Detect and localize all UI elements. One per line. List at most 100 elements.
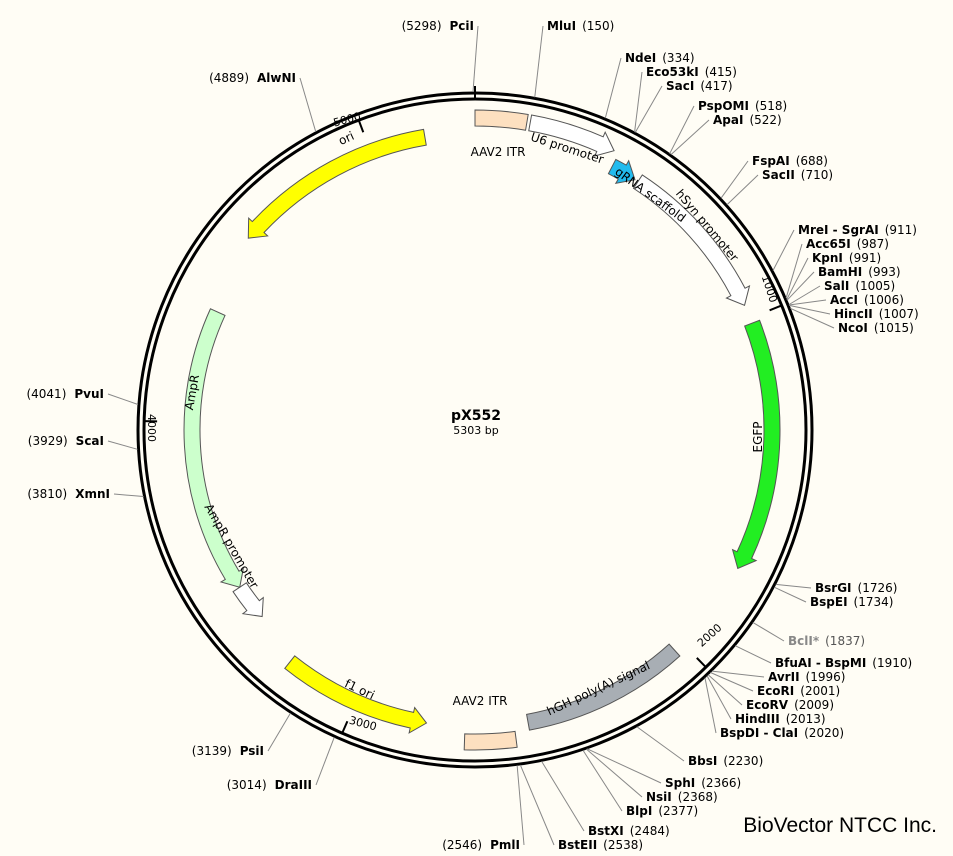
site-leader-0 [472,25,479,93]
site-pos: (2538) [603,838,643,852]
site-leader-23 [707,674,743,706]
site-pos: (710) [801,168,833,182]
site-leader-12 [786,271,815,301]
site-pos: (4041) [26,387,66,401]
site-name: AvrII [768,670,800,684]
ampr-label: AmpR [182,373,202,411]
site-name: DraIII [275,778,312,792]
site-name: XmnI [75,487,110,501]
site-label-37: (4041) PvuI [26,387,104,401]
site-label-14: AccI(1006) [830,293,904,307]
site-pos: (3810) [27,487,67,501]
site-name: BamHI [818,265,862,279]
tick-mark-3000 [341,720,349,734]
tick-label-2000: 2000 [695,621,725,649]
site-leader-17 [775,583,812,589]
plasmid-name: pX552 [451,408,501,424]
plasmid-size: 5303 bp [453,424,498,437]
site-label-16: NcoI(1015) [838,321,914,335]
site-pos: (3014) [227,778,267,792]
ampr-feature [183,308,245,588]
site-leader-2 [604,57,622,119]
site-name: BclI* [788,634,820,648]
site-leader-29 [582,750,623,812]
site-label-19: BclI* (1837) [788,634,865,648]
site-leader-33 [315,737,335,786]
site-label-2: NdeI(334) [625,51,695,65]
site-pos: (688) [796,154,828,168]
site-label-31: BstEII(2538) [558,838,643,852]
site-name: PmlI [490,838,520,852]
aav2-itr-right-feature [463,730,518,751]
site-name: HincII [834,307,873,321]
site-name: MluI [547,19,576,33]
site-leader-20 [734,645,772,664]
ampr-promoter-feature [232,582,264,618]
site-name: PspOMI [698,99,749,113]
site-pos: (2020) [804,726,844,740]
site-label-12: BamHI(993) [818,265,901,279]
ori-label: ori [336,129,356,148]
site-leader-21 [711,670,765,678]
site-name: BstXI [588,824,624,838]
site-name: SacI [666,79,694,93]
site-label-20: BfuAI - BspMI(1910) [775,656,912,670]
site-pos: (415) [705,65,737,79]
site-name: Eco53kI [646,65,699,79]
site-name: BspDI - ClaI [720,726,798,740]
ori-feature [247,128,427,239]
hgh-polya-feature [526,643,681,731]
site-name: PvuI [74,387,104,401]
site-pos: (150) [582,19,614,33]
site-name: SphI [665,776,695,790]
site-name: BsrGI [815,581,852,595]
tick-mark-5000 [357,119,365,133]
site-pos: (2546) [442,838,482,852]
site-label-15: HincII(1007) [834,307,919,321]
site-leader-13 [788,285,821,306]
u6-promoter-feature [528,114,615,157]
site-pos: (1726) [858,581,898,595]
site-pos: (1837) [825,634,865,648]
site-label-35: (3810) XmnI [27,487,110,501]
site-pos: (518) [755,99,787,113]
site-name: BlpI [626,804,652,818]
site-name: SacII [762,168,795,182]
site-label-28: NsiI(2368) [646,790,718,804]
site-leader-9 [772,229,795,271]
aav2-itr-right-label: AAV2 ITR [453,694,508,708]
site-name: AlwNI [257,71,296,85]
site-label-38: (4889) AlwNI [209,71,296,85]
site-pos: (3929) [28,434,68,448]
site-pos: (1005) [855,279,895,293]
site-leader-31 [519,764,555,846]
site-name: BbsI [688,754,717,768]
site-name: ScaI [76,434,104,448]
site-leader-38 [299,77,317,132]
tick-label-4000: 4000 [145,414,158,442]
site-leader-36 [107,440,138,450]
site-name: ApaI [713,113,743,127]
site-pos: (2484) [630,824,670,838]
site-pos: (1015) [874,321,914,335]
site-label-6: ApaI(522) [713,113,782,127]
site-pos: (1734) [854,595,894,609]
site-label-22: EcoRI(2001) [757,684,840,698]
site-leader-15 [789,304,831,315]
site-label-7: FspAI(688) [752,154,828,168]
site-pos: (2013) [786,712,826,726]
site-pos: (2001) [800,684,840,698]
site-leader-7 [720,160,749,199]
site-leader-34 [267,712,291,752]
site-pos: (4889) [209,71,249,85]
site-pos: (991) [849,251,881,265]
site-name: KpnI [812,251,843,265]
site-pos: (3139) [192,744,232,758]
site-label-9: MreI - SgrAI(911) [798,223,917,237]
site-name: PciI [450,19,475,33]
aav2-itr-left-feature [474,109,529,131]
site-leader-18 [774,586,807,603]
site-leader-5 [669,105,695,154]
site-leader-28 [586,748,643,798]
